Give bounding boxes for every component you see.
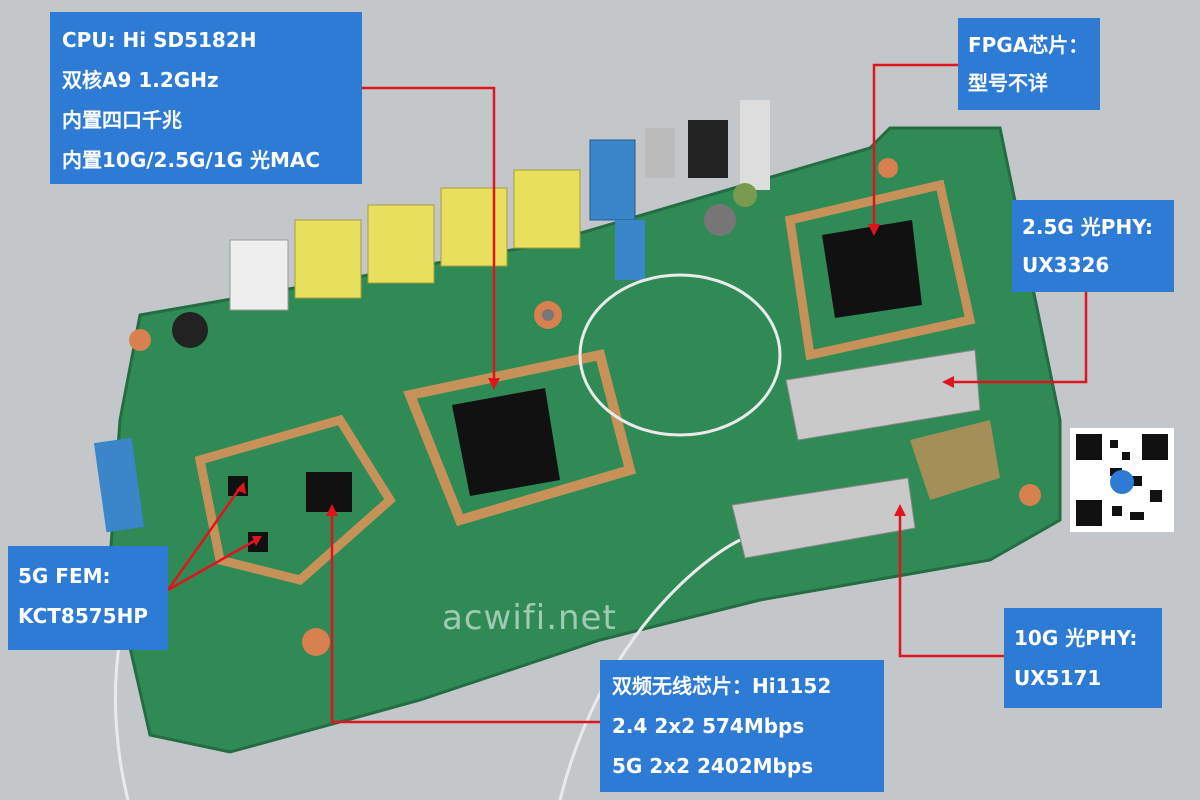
label-phy-2-5g-line: 2.5G 光PHY: bbox=[1022, 215, 1153, 239]
fiber-cable bbox=[558, 538, 741, 800]
label-cpu-line: 内置四口千兆 bbox=[62, 108, 182, 132]
usb-port bbox=[645, 128, 675, 178]
qr-code bbox=[1070, 428, 1174, 532]
mount-hole bbox=[878, 158, 898, 178]
ethernet-port bbox=[367, 204, 435, 284]
sc-connector-left bbox=[93, 437, 145, 533]
watermark: acwifi.net bbox=[442, 598, 617, 638]
arrow-heads bbox=[236, 224, 954, 546]
copper-area-fem bbox=[194, 414, 396, 585]
label-fem-line: 5G FEM: bbox=[18, 564, 111, 588]
label-phy-2-5g-line: UX3326 bbox=[1022, 253, 1110, 277]
label-phy-10g-line: 10G 光PHY: bbox=[1014, 626, 1138, 650]
mount-hole bbox=[1019, 484, 1041, 506]
arrow-phy10 bbox=[898, 512, 1004, 658]
capacitor bbox=[733, 183, 757, 207]
arrow-phy25 bbox=[950, 292, 1088, 384]
fiber-cable bbox=[113, 639, 130, 800]
fiber-loop bbox=[578, 273, 782, 437]
label-cpu-line: CPU: Hi SD5182H bbox=[62, 28, 257, 52]
label-wifi-line: 2.4 2x2 574Mbps bbox=[612, 714, 805, 738]
annotation-arrows bbox=[166, 63, 1088, 724]
label-cpu-line: 内置10G/2.5G/1G 光MAC bbox=[62, 148, 321, 172]
arrow-wifi bbox=[330, 512, 600, 724]
mount-hole bbox=[542, 309, 554, 321]
label-fem: 5G FEM: KCT8575HP bbox=[8, 546, 168, 650]
ethernet-port bbox=[513, 169, 581, 249]
arrow-cpu bbox=[362, 86, 496, 382]
label-cpu-line: 双核A9 1.2GHz bbox=[62, 68, 219, 92]
optical-module-10g bbox=[731, 477, 916, 559]
sc-connector bbox=[615, 220, 645, 280]
label-wifi: 双频无线芯片：Hi1152 2.4 2x2 574Mbps 5G 2x2 240… bbox=[600, 660, 884, 792]
copper-area-cpu bbox=[403, 349, 637, 527]
cpu-chip bbox=[452, 388, 560, 496]
arrow-fem-2 bbox=[167, 538, 257, 592]
ethernet-port bbox=[294, 219, 362, 299]
arrow-fpga bbox=[872, 63, 958, 228]
label-wifi-line: 双频无线芯片：Hi1152 bbox=[612, 674, 832, 698]
sc-connector bbox=[589, 139, 636, 221]
ethernet-port bbox=[440, 187, 508, 267]
label-phy-2-5g: 2.5G 光PHY: UX3326 bbox=[1012, 200, 1174, 292]
rj11-port bbox=[229, 239, 289, 311]
label-fpga: FPGA芯片： 型号不详 bbox=[958, 18, 1100, 110]
capacitor bbox=[172, 312, 208, 348]
shield-pad bbox=[910, 420, 1000, 500]
dc-jack bbox=[688, 120, 728, 178]
label-fpga-line: 型号不详 bbox=[968, 71, 1048, 95]
mount-hole bbox=[129, 329, 151, 351]
label-fpga-line: FPGA芯片： bbox=[968, 33, 1089, 57]
label-cpu: CPU: Hi SD5182H 双核A9 1.2GHz 内置四口千兆 内置10G… bbox=[50, 12, 362, 184]
optical-module-25g bbox=[785, 349, 981, 441]
mount-hole bbox=[302, 628, 330, 656]
capacitor bbox=[704, 204, 736, 236]
copper-area-fpga bbox=[784, 179, 976, 361]
fpga-chip bbox=[822, 220, 922, 318]
label-phy-10g: 10G 光PHY: UX5171 bbox=[1004, 608, 1162, 708]
button bbox=[740, 100, 770, 190]
label-fem-line: KCT8575HP bbox=[18, 604, 148, 628]
label-wifi-line: 5G 2x2 2402Mbps bbox=[612, 754, 814, 778]
wifi-chip bbox=[306, 472, 352, 512]
label-phy-10g-line: UX5171 bbox=[1014, 666, 1102, 690]
arrow-fem-1 bbox=[166, 487, 242, 591]
